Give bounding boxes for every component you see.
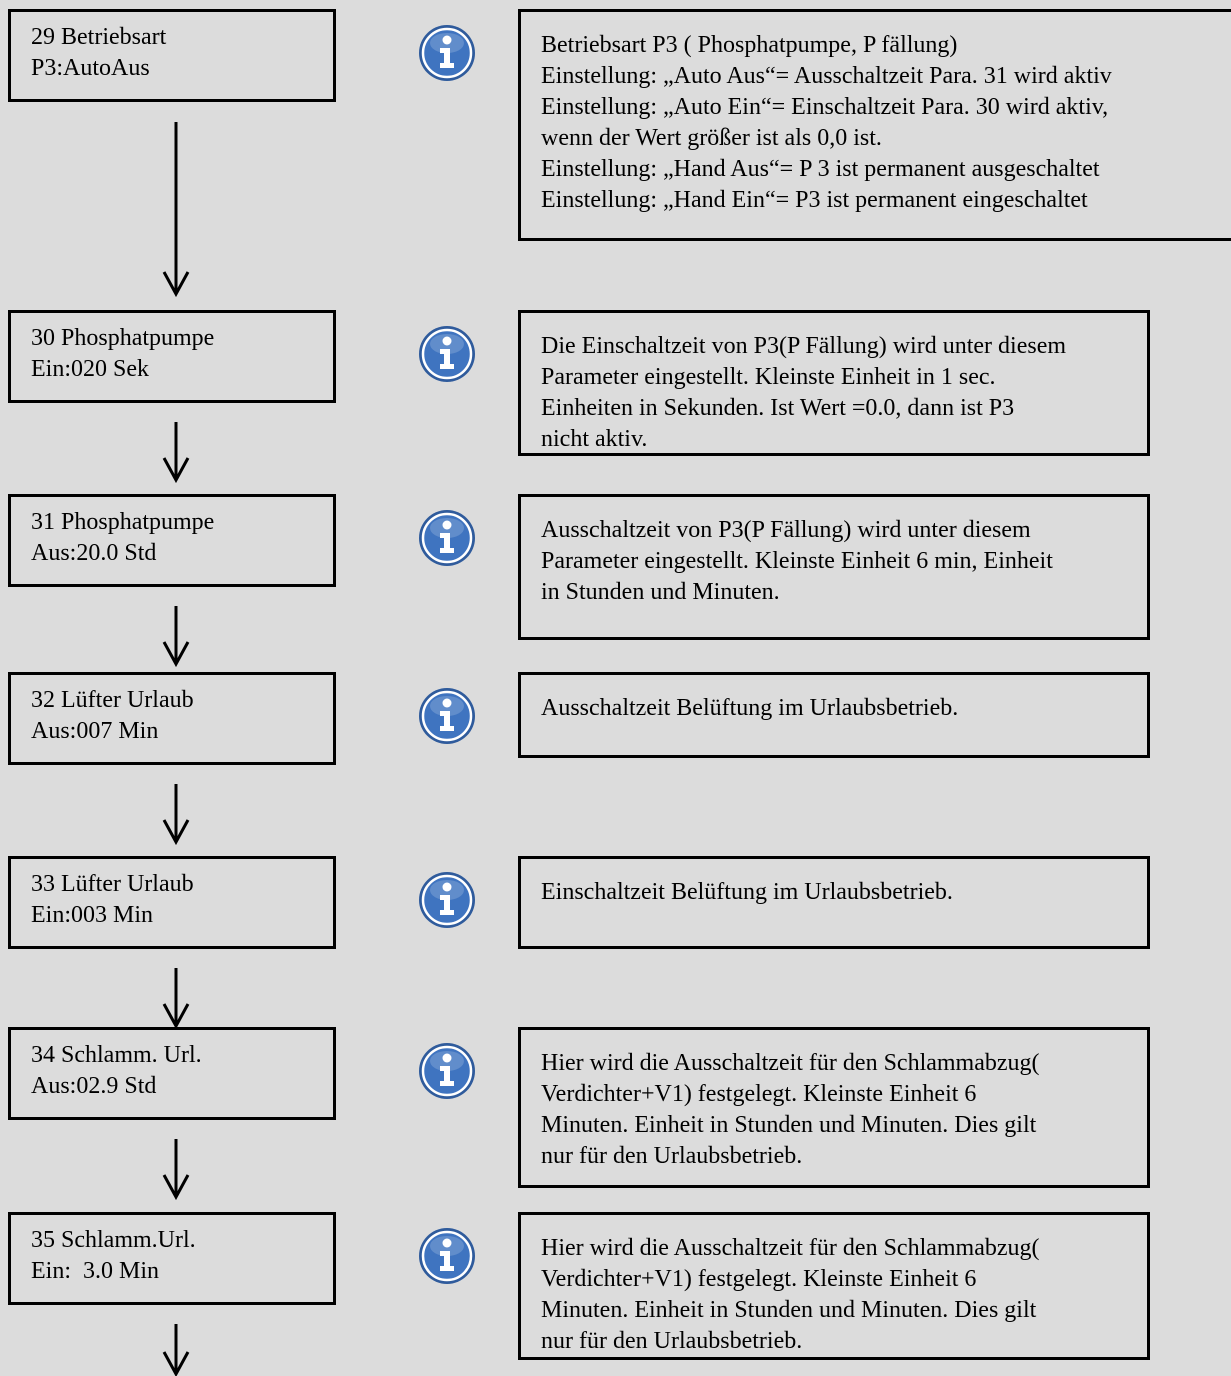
description-line: Die Einschaltzeit von P3(P Fällung) wird…	[541, 333, 1067, 359]
param-value: P3:AutoAus	[31, 55, 150, 81]
param-name: 31 Phosphatpumpe	[31, 509, 215, 535]
param-box-34: 34 Schlamm. Url. Aus:02.9 Std	[8, 1027, 336, 1120]
param-box-33: 33 Lüfter Urlaub Ein:003 Min	[8, 856, 336, 949]
description-line: Parameter eingestellt. Kleinste Einheit …	[541, 364, 996, 390]
param-box-35: 35 Schlamm.Url. Ein: 3.0 Min	[8, 1212, 336, 1305]
description-line: Einstellung: „Hand Ein“= P3 ist permanen…	[541, 187, 1088, 213]
description-box-33: Einschaltzeit Belüftung im Urlaubsbetrie…	[518, 856, 1150, 949]
down-arrow-icon	[162, 606, 190, 668]
param-box-29: 29 Betriebsart P3:AutoAus	[8, 9, 336, 102]
down-arrow-icon	[162, 422, 190, 484]
description-line: Ausschaltzeit Belüftung im Urlaubsbetrie…	[541, 695, 959, 721]
description-box-30: Die Einschaltzeit von P3(P Fällung) wird…	[518, 310, 1150, 456]
info-icon	[419, 688, 475, 744]
info-icon	[419, 326, 475, 382]
description-box-29: Betriebsart P3 ( Phosphatpumpe, P fällun…	[518, 9, 1231, 241]
description-box-35: Hier wird die Ausschaltzeit für den Schl…	[518, 1212, 1150, 1360]
description-line: Verdichter+V1) festgelegt. Kleinste Einh…	[541, 1081, 977, 1107]
param-name: 35 Schlamm.Url.	[31, 1227, 196, 1253]
description-line: Ausschaltzeit von P3(P Fällung) wird unt…	[541, 517, 1031, 543]
info-icon	[419, 872, 475, 928]
param-name: 30 Phosphatpumpe	[31, 325, 215, 351]
param-box-30: 30 Phosphatpumpe Ein:020 Sek	[8, 310, 336, 403]
param-value: Ein:020 Sek	[31, 356, 149, 382]
description-line: Einstellung: „Auto Ein“= Einschaltzeit P…	[541, 94, 1109, 120]
info-icon	[419, 25, 475, 81]
description-line: nur für den Urlaubsbetrieb.	[541, 1143, 803, 1169]
param-value: Aus:02.9 Std	[31, 1073, 157, 1099]
description-line: Einheiten in Sekunden. Ist Wert =0.0, da…	[541, 395, 1015, 421]
description-box-31: Ausschaltzeit von P3(P Fällung) wird unt…	[518, 494, 1150, 640]
description-line: Einschaltzeit Belüftung im Urlaubsbetrie…	[541, 879, 953, 905]
description-line: Parameter eingestellt. Kleinste Einheit …	[541, 548, 1053, 574]
param-name: 34 Schlamm. Url.	[31, 1042, 202, 1068]
description-line: in Stunden und Minuten.	[541, 579, 780, 605]
description-line: Verdichter+V1) festgelegt. Kleinste Einh…	[541, 1266, 977, 1292]
description-line: Betriebsart P3 ( Phosphatpumpe, P fällun…	[541, 32, 958, 58]
param-value: Ein:003 Min	[31, 902, 154, 928]
description-line: Hier wird die Ausschaltzeit für den Schl…	[541, 1050, 1040, 1076]
param-box-32: 32 Lüfter Urlaub Aus:007 Min	[8, 672, 336, 765]
param-name: 29 Betriebsart	[31, 24, 167, 50]
param-box-31: 31 Phosphatpumpe Aus:20.0 Std	[8, 494, 336, 587]
down-arrow-icon	[162, 122, 190, 298]
param-value: Aus:007 Min	[31, 718, 159, 744]
param-name: 33 Lüfter Urlaub	[31, 871, 194, 897]
param-name: 32 Lüfter Urlaub	[31, 687, 194, 713]
info-icon	[419, 510, 475, 566]
down-arrow-icon	[162, 784, 190, 846]
down-arrow-icon	[162, 1139, 190, 1201]
description-line: Einstellung: „Auto Aus“= Ausschaltzeit P…	[541, 63, 1112, 89]
description-line: nur für den Urlaubsbetrieb.	[541, 1328, 803, 1354]
description-line: wenn der Wert größer ist als 0,0 ist.	[541, 125, 882, 151]
param-value: Aus:20.0 Std	[31, 540, 157, 566]
param-value: Ein: 3.0 Min	[31, 1258, 160, 1284]
info-icon	[419, 1228, 475, 1284]
description-line: Minuten. Einheit in Stunden und Minuten.…	[541, 1112, 1037, 1138]
description-box-32: Ausschaltzeit Belüftung im Urlaubsbetrie…	[518, 672, 1150, 758]
info-icon	[419, 1043, 475, 1099]
description-line: Minuten. Einheit in Stunden und Minuten.…	[541, 1297, 1037, 1323]
down-arrow-icon	[162, 1324, 190, 1376]
description-line: Einstellung: „Hand Aus“= P 3 ist permane…	[541, 156, 1100, 182]
description-line: Hier wird die Ausschaltzeit für den Schl…	[541, 1235, 1040, 1261]
description-line: nicht aktiv.	[541, 426, 648, 452]
down-arrow-icon	[162, 968, 190, 1030]
description-box-34: Hier wird die Ausschaltzeit für den Schl…	[518, 1027, 1150, 1188]
